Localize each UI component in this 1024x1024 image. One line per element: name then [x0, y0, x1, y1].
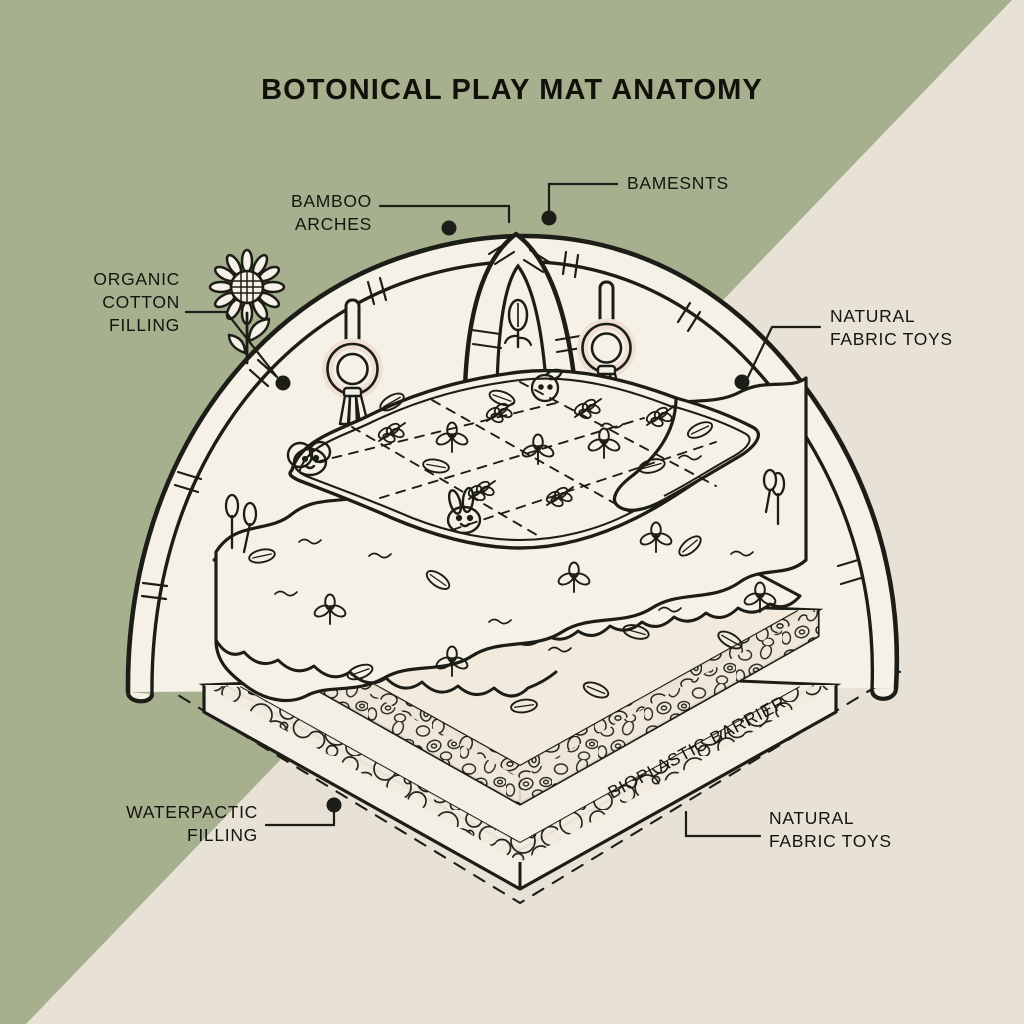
label-waterpactic-filling: WATERPACTIC FILLING	[126, 802, 258, 845]
leader-organic-cotton	[184, 310, 291, 391]
ring-toy-left	[322, 298, 383, 428]
label-natural-fabric-toys-right: NATURAL FABRIC TOYS	[830, 306, 953, 349]
leader-lines	[184, 182, 822, 838]
label-organic-cotton-filling: ORGANIC COTTON FILLING	[93, 269, 180, 335]
page-title: BOTONICAL PLAY MAT ANATOMY	[261, 74, 763, 106]
leader-natural-right	[734, 325, 822, 390]
sunflower-icon	[208, 248, 286, 365]
fruit-motif	[530, 368, 564, 403]
leader-bamboo-arches	[378, 204, 511, 236]
sprout-top	[762, 468, 778, 514]
label-natural-fabric-toys-bottom: NATURAL FABRIC TOYS	[769, 808, 892, 851]
leader-natural-bottom	[684, 810, 762, 838]
leaf-toy-center	[503, 298, 533, 349]
leader-bamesnts	[541, 182, 619, 226]
sprout-left	[224, 493, 258, 554]
mat-curled-corner	[612, 396, 760, 512]
leader-waterpactic	[264, 797, 342, 827]
label-bamboo-arches: BAMBOO ARCHES	[290, 191, 372, 234]
bunny-motif	[446, 486, 482, 535]
bear-motif	[286, 440, 332, 477]
layer-quilted-top-mat	[286, 368, 778, 550]
label-bamesnts: BAMESNTS	[627, 173, 729, 193]
